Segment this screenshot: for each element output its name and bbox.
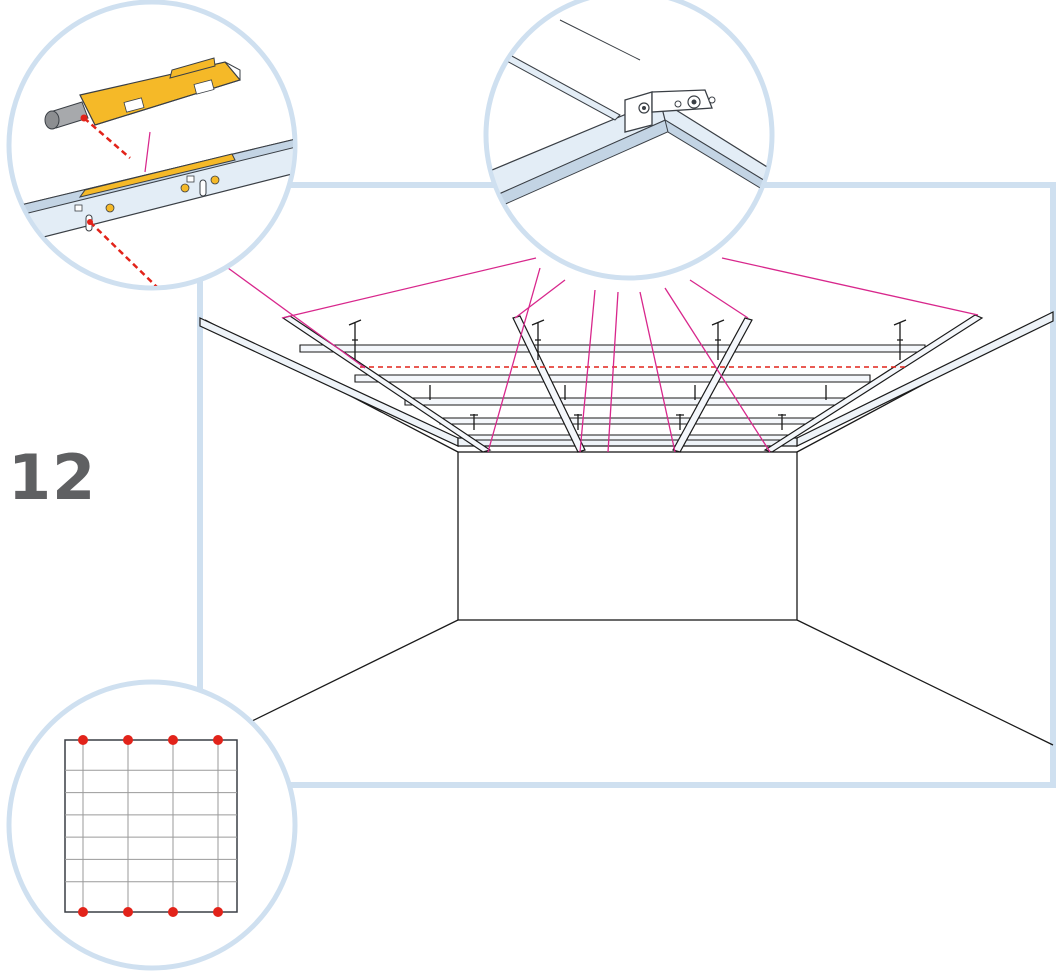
grid-marker-top — [123, 735, 133, 745]
ceiling-grid-plan-icon — [64, 735, 238, 917]
detail-circle-clip — [6, 0, 298, 291]
grid-marker-bottom — [213, 907, 223, 917]
floor-edge-right — [796, 619, 1054, 746]
grid-marker-top — [168, 735, 178, 745]
cross-tees — [281, 314, 984, 453]
hangers — [348, 319, 907, 430]
grid-marker-bottom — [123, 907, 133, 917]
detail-clip-frame — [6, 0, 298, 291]
room-view-frame — [197, 182, 1056, 788]
grid-marker-bottom — [168, 907, 178, 917]
detail-circle-grid — [6, 679, 298, 971]
hanger-bracket-icon — [488, 19, 770, 211]
rail-clip-icon — [11, 57, 293, 286]
floor-edge-left — [249, 619, 459, 723]
back-wall — [457, 451, 798, 621]
grid-marker-bottom — [78, 907, 88, 917]
detail-circle-hanger — [483, 0, 775, 281]
step-number: 12 — [8, 441, 97, 514]
grid-marker-top — [78, 735, 88, 745]
detail-connectors — [227, 257, 979, 453]
detail-grid-frame — [6, 679, 298, 971]
grid-marker-top — [213, 735, 223, 745]
